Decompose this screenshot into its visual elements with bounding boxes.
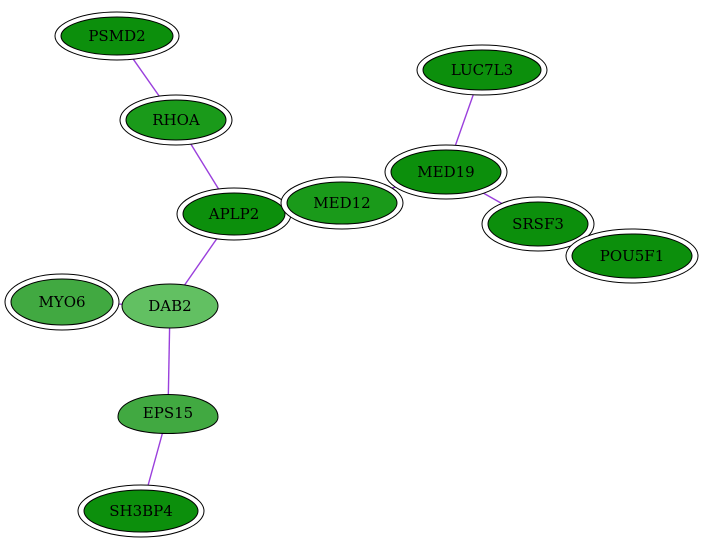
node-body <box>286 181 398 225</box>
node-body <box>571 233 693 279</box>
node-label: POU5F1 <box>600 247 665 265</box>
node-med12[interactable]: MED12 <box>280 176 404 230</box>
node-body <box>487 201 589 247</box>
node-body <box>117 394 219 434</box>
node-label: APLP2 <box>208 205 260 223</box>
node-label: MED19 <box>417 163 474 181</box>
node-body <box>125 99 227 141</box>
node-label: LUC7L3 <box>451 61 513 79</box>
node-rhoa[interactable]: RHOA <box>119 94 233 146</box>
node-psmd2[interactable]: PSMD2 <box>54 11 180 61</box>
node-dab2[interactable]: DAB2 <box>121 283 219 329</box>
node-body <box>10 278 114 326</box>
node-label: SH3BP4 <box>109 502 173 520</box>
node-srsf3[interactable]: SRSF3 <box>481 196 595 252</box>
node-body <box>422 49 542 91</box>
node-eps15[interactable]: EPS15 <box>117 394 219 434</box>
node-label: MED12 <box>313 194 370 212</box>
node-med19[interactable]: MED19 <box>384 144 508 200</box>
node-body <box>390 149 502 195</box>
node-sh3bp4[interactable]: SH3BP4 <box>77 484 205 538</box>
node-pou5f1[interactable]: POU5F1 <box>565 228 699 284</box>
node-label: PSMD2 <box>88 27 145 45</box>
node-body <box>83 489 199 533</box>
node-label: MYO6 <box>38 293 85 311</box>
node-myo6[interactable]: MYO6 <box>4 273 120 331</box>
node-label: SRSF3 <box>512 215 564 233</box>
node-body <box>60 16 174 56</box>
node-body <box>182 192 286 236</box>
node-luc7l3[interactable]: LUC7L3 <box>416 44 548 96</box>
node-label: DAB2 <box>148 297 191 315</box>
node-aplp2[interactable]: APLP2 <box>176 187 292 241</box>
node-body <box>121 283 219 329</box>
node-label: EPS15 <box>143 404 193 422</box>
node-label: RHOA <box>152 111 200 129</box>
